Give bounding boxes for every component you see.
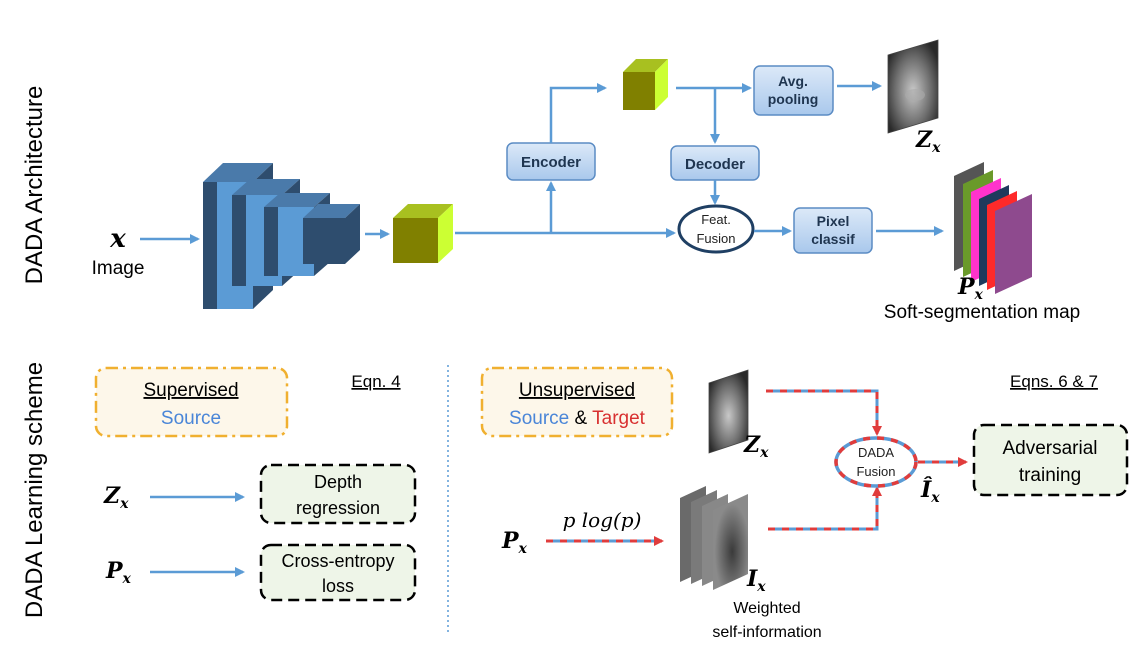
adversarial-training-box: Adversarial training bbox=[972, 423, 1129, 497]
dada-fusion-line1: DADA bbox=[858, 445, 894, 460]
z-label-bottom: Zx bbox=[743, 432, 769, 461]
z-label-top: Zx bbox=[915, 127, 941, 156]
pixel-classif-line2: classif bbox=[811, 231, 855, 247]
feat-fusion-node: Feat. Fusion bbox=[677, 204, 755, 254]
soft-seg-label: Soft-segmentation map bbox=[884, 302, 1080, 323]
svg-text:Zx: Zx bbox=[743, 432, 769, 461]
unsupervised-box: Unsupervised Source & Target bbox=[480, 366, 674, 438]
input-label: Image bbox=[92, 258, 145, 279]
depth-map-image bbox=[887, 39, 939, 134]
pixel-classif-line1: Pixel bbox=[817, 213, 850, 229]
depth-regression-line2: regression bbox=[296, 498, 380, 518]
section-label-architecture: DADA Architecture bbox=[21, 86, 48, 285]
path-z-to-dada bbox=[766, 389, 882, 436]
feat-fusion-line2: Fusion bbox=[696, 231, 735, 246]
depth-feature-cube bbox=[623, 59, 668, 110]
section-label-learning: DADA Learning scheme bbox=[21, 362, 48, 618]
svg-text:Zx: Zx bbox=[103, 483, 129, 512]
p-label-top: Px bbox=[957, 274, 984, 303]
feat-fusion-line1: Feat. bbox=[701, 212, 731, 227]
dada-fusion-node: DADA Fusion bbox=[834, 436, 918, 488]
svg-text:Zx: Zx bbox=[915, 127, 941, 156]
supervised-box: Supervised Source bbox=[94, 366, 289, 438]
supervised-source: Source bbox=[161, 408, 221, 429]
cnn-backbone bbox=[203, 163, 360, 309]
avg-pooling-box: Avg. pooling bbox=[753, 65, 834, 116]
encoder-box: Encoder bbox=[506, 142, 596, 181]
unsupervised-domains: Source & Target bbox=[509, 408, 646, 429]
adversarial-line1: Adversarial bbox=[1002, 438, 1097, 459]
svg-text:Px: Px bbox=[957, 274, 984, 303]
weighted-line2: self-information bbox=[712, 624, 821, 641]
supervised-title: Supervised bbox=[143, 380, 238, 401]
svg-text:Ix: Ix bbox=[746, 566, 766, 595]
plogp-label: p log(p) bbox=[563, 508, 642, 532]
unsupervised-title: Unsupervised bbox=[519, 380, 635, 401]
cnn-block-4 bbox=[303, 204, 360, 264]
p-label-bottom: Px bbox=[501, 528, 528, 557]
z-label-supervised: Zx bbox=[103, 483, 129, 512]
depth-regression-line1: Depth bbox=[314, 472, 362, 492]
cross-entropy-line1: Cross-entropy bbox=[281, 551, 394, 571]
input-symbol: x bbox=[109, 224, 126, 254]
weighted-line1: Weighted bbox=[733, 600, 800, 617]
depth-map-image-bottom bbox=[708, 369, 749, 454]
ihat-label: Îx bbox=[920, 476, 940, 506]
cross-entropy-box: Cross-entropy loss bbox=[259, 543, 417, 602]
feature-cube bbox=[393, 204, 453, 263]
soft-seg-map bbox=[954, 162, 1032, 294]
eqn-4-label: Eqn. 4 bbox=[351, 372, 400, 391]
encoder-label: Encoder bbox=[521, 154, 581, 171]
avg-pooling-line2: pooling bbox=[768, 91, 819, 107]
pixel-classif-box: Pixel classif bbox=[793, 207, 873, 254]
self-information-stack bbox=[680, 486, 748, 590]
dada-fusion-line2: Fusion bbox=[856, 464, 895, 479]
eqns-6-7-label: Eqns. 6 & 7 bbox=[1010, 372, 1098, 391]
svg-text:Px: Px bbox=[501, 528, 528, 557]
depth-regression-box: Depth regression bbox=[259, 463, 417, 525]
cross-entropy-line2: loss bbox=[322, 576, 354, 596]
path-selfinfo-to-dada bbox=[768, 486, 882, 531]
decoder-box: Decoder bbox=[670, 145, 760, 181]
adversarial-line2: training bbox=[1019, 465, 1081, 486]
p-label-supervised: Px bbox=[105, 558, 132, 587]
arrow-encoder-to-depth bbox=[549, 83, 607, 143]
svg-text:Îx: Îx bbox=[920, 476, 940, 506]
decoder-label: Decoder bbox=[685, 156, 745, 173]
avg-pooling-line1: Avg. bbox=[778, 73, 808, 89]
svg-text:Px: Px bbox=[105, 558, 132, 587]
i-label: Ix bbox=[746, 566, 766, 595]
